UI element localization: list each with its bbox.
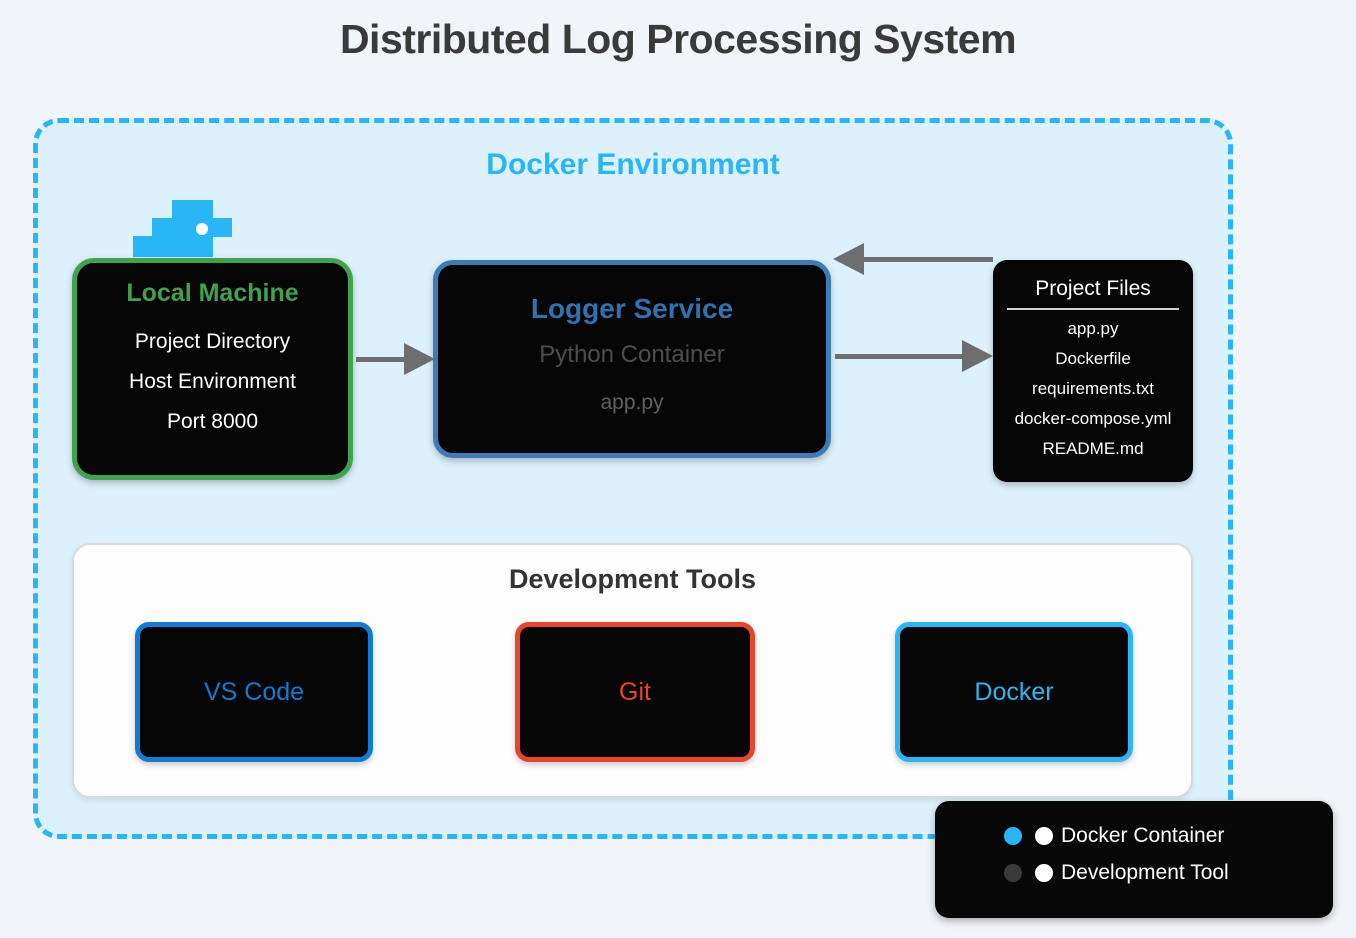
legend-marker-icon bbox=[1035, 827, 1053, 845]
legend-row-development-tool: Development Tool bbox=[1004, 856, 1333, 890]
local-machine-details: Project Directory Host Environment Port … bbox=[77, 322, 348, 442]
legend: Docker Container Development Tool bbox=[935, 801, 1333, 918]
logger-service-subtitle: Python Container bbox=[539, 341, 725, 368]
arrow-shaft bbox=[835, 354, 966, 359]
project-files-title: Project Files bbox=[1035, 277, 1151, 300]
legend-label: Docker Container bbox=[1061, 824, 1225, 847]
docker-container-swatch-icon bbox=[1004, 827, 1022, 845]
vscode-label: VS Code bbox=[203, 677, 305, 706]
project-file-item: app.py bbox=[1067, 319, 1119, 338]
development-tools-title: Development Tools bbox=[508, 564, 757, 594]
git-tool-node: Git bbox=[515, 622, 755, 762]
whale-pixel-block bbox=[133, 236, 213, 257]
git-label: Git bbox=[619, 677, 651, 706]
project-file-item: docker-compose.yml bbox=[1014, 409, 1172, 428]
arrow-head-icon bbox=[962, 340, 993, 372]
legend-marker-icon bbox=[1035, 864, 1053, 882]
local-machine-node: Local Machine Project Directory Host Env… bbox=[72, 258, 353, 480]
docker-label: Docker bbox=[974, 677, 1054, 706]
local-machine-title: Local Machine bbox=[126, 279, 299, 307]
legend-label: Development Tool bbox=[1061, 861, 1229, 884]
whale-pixel-block bbox=[172, 200, 213, 219]
logger-service-title: Logger Service bbox=[530, 293, 734, 324]
whale-eye bbox=[196, 223, 208, 235]
project-files-node: Project Files app.py Dockerfile requirem… bbox=[993, 260, 1193, 482]
arrow-shaft bbox=[356, 357, 408, 362]
project-file-item: Dockerfile bbox=[1055, 349, 1131, 368]
docker-tool-node: Docker bbox=[895, 622, 1133, 762]
local-machine-line: Host Environment bbox=[129, 370, 296, 393]
arrow-head-icon bbox=[404, 343, 435, 375]
legend-row-docker-container: Docker Container bbox=[1004, 819, 1333, 853]
local-machine-line: Port 8000 bbox=[166, 410, 259, 433]
logger-service-detail: app.py bbox=[600, 391, 664, 414]
development-tool-swatch-icon bbox=[1004, 864, 1022, 882]
vscode-tool-node: VS Code bbox=[135, 622, 373, 762]
page-title: Distributed Log Processing System bbox=[339, 16, 1017, 62]
whale-pixel-block bbox=[152, 218, 232, 237]
project-file-item: README.md bbox=[1042, 439, 1144, 458]
project-files-divider bbox=[1007, 308, 1179, 310]
development-tools-panel: Development Tools VS Code Git Docker bbox=[72, 543, 1193, 798]
project-files-list: app.py Dockerfile requirements.txt docke… bbox=[993, 314, 1193, 464]
project-file-item: requirements.txt bbox=[1032, 379, 1154, 398]
arrow-shaft bbox=[861, 257, 993, 262]
logger-service-node: Logger Service Python Container app.py bbox=[433, 260, 831, 458]
local-machine-line: Project Directory bbox=[134, 330, 291, 353]
arrow-head-icon bbox=[833, 243, 864, 275]
docker-environment-label: Docker Environment bbox=[486, 148, 780, 181]
